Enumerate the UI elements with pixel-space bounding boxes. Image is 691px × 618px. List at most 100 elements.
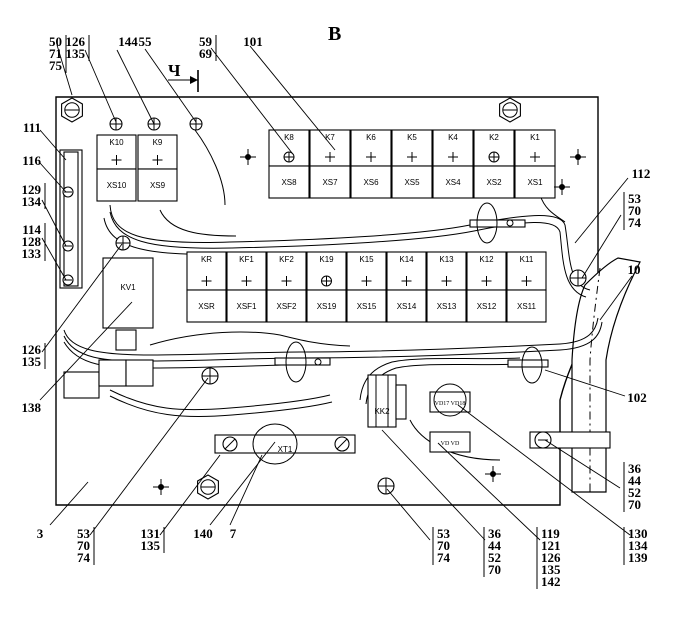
relay-terminal-icon bbox=[481, 276, 492, 286]
callout-number: 101 bbox=[243, 34, 263, 49]
socket-label: XS4 bbox=[445, 178, 461, 187]
kv1-label: KV1 bbox=[120, 283, 136, 292]
callout-number: 140 bbox=[193, 526, 213, 541]
socket-label: XS13 bbox=[437, 302, 457, 311]
callout-number: 142 bbox=[541, 574, 561, 589]
relay-label: KR bbox=[201, 255, 212, 264]
callout-number: 74 bbox=[628, 215, 642, 230]
callout-number: 144 bbox=[118, 34, 138, 49]
cable-clamp-bundle bbox=[529, 431, 611, 449]
callout-number: 134 bbox=[628, 538, 648, 553]
relay-label: K15 bbox=[359, 255, 374, 264]
callout-number: 133 bbox=[22, 246, 42, 261]
callout-number: 102 bbox=[627, 390, 647, 405]
socket-label: XS12 bbox=[477, 302, 497, 311]
callout-number: 135 bbox=[66, 46, 86, 61]
callout-c3: 3 bbox=[37, 526, 44, 541]
relay-row-bottom: KRXSRKF1XSF1KF2XSF2K19XS19K15XS15K14XS14… bbox=[186, 251, 547, 323]
nut-icon bbox=[499, 97, 521, 123]
relay-terminal-icon bbox=[281, 276, 292, 286]
nut-icon bbox=[197, 474, 219, 500]
callout-c138: 138 bbox=[22, 400, 42, 415]
callout-c7: 7 bbox=[230, 526, 237, 541]
socket-label: XS15 bbox=[357, 302, 377, 311]
relay-label: K9 bbox=[153, 138, 163, 147]
callout-number: 121 bbox=[541, 538, 561, 553]
relay-terminal-icon bbox=[325, 152, 335, 162]
xt1-label: XT1 bbox=[278, 445, 293, 454]
relay-terminal-icon bbox=[521, 276, 532, 286]
callout-number: 71 bbox=[49, 46, 62, 61]
relay-terminal-icon bbox=[283, 151, 295, 163]
callout-number: 3 bbox=[37, 526, 44, 541]
relay-label: K10 bbox=[109, 138, 124, 147]
screw-icon bbox=[201, 367, 219, 385]
callout-number: 75 bbox=[49, 58, 63, 73]
callout-number: 52 bbox=[488, 550, 501, 565]
callout-number: 69 bbox=[199, 46, 213, 61]
thermal-relay-kk2: KK2 bbox=[367, 374, 407, 428]
callout-number: 135 bbox=[141, 538, 161, 553]
socket-label: XS11 bbox=[517, 302, 537, 311]
leader-lines bbox=[39, 44, 633, 541]
callout-number: 114 bbox=[22, 222, 41, 237]
relay-terminal-icon bbox=[201, 276, 212, 286]
callout-number: 44 bbox=[488, 538, 502, 553]
relay-terminal-icon bbox=[366, 152, 376, 162]
nut-icon bbox=[61, 97, 83, 123]
callout-number: 112 bbox=[632, 166, 651, 181]
callout-number: 70 bbox=[628, 203, 641, 218]
callout-c102: 102 bbox=[627, 390, 647, 405]
callout-number: 53 bbox=[628, 191, 642, 206]
mounting-hole-mark bbox=[554, 179, 570, 195]
relay-label: K2 bbox=[489, 133, 499, 142]
terminal-strip-vertical bbox=[59, 149, 83, 289]
relay-label: K11 bbox=[520, 255, 534, 264]
callout-number: 59 bbox=[199, 34, 213, 49]
relay-terminal-icon bbox=[152, 155, 163, 165]
relay-label: K4 bbox=[448, 133, 458, 142]
relay-kv1: KV1 bbox=[102, 257, 154, 351]
section-mark-top: Ч bbox=[168, 61, 199, 92]
callout-number: 36 bbox=[628, 461, 642, 476]
mounting-hole-mark bbox=[570, 149, 586, 165]
callout-number: 53 bbox=[437, 526, 451, 541]
socket-label: XS6 bbox=[363, 178, 379, 187]
callout-c111: 111 bbox=[23, 120, 41, 135]
relay-terminal-icon bbox=[448, 152, 458, 162]
connector-block bbox=[63, 359, 154, 399]
callout-number: 70 bbox=[488, 562, 501, 577]
cable-bundle bbox=[571, 257, 641, 493]
mounting-hole-mark bbox=[240, 149, 256, 165]
callout-number: 134 bbox=[22, 194, 42, 209]
relay-terminal-icon bbox=[530, 152, 540, 162]
callout-c116: 116 bbox=[22, 153, 41, 168]
socket-label: XS5 bbox=[404, 178, 420, 187]
callout-number: 119 bbox=[541, 526, 560, 541]
callout-number: 74 bbox=[437, 550, 451, 565]
relay-label: KF1 bbox=[239, 255, 254, 264]
terminal-block-xt1: XT1 bbox=[214, 423, 356, 465]
socket-label: XS14 bbox=[397, 302, 417, 311]
callout-number: 50 bbox=[49, 34, 62, 49]
cable-clamp-top bbox=[469, 202, 526, 244]
relay-terminal-icon bbox=[401, 276, 412, 286]
